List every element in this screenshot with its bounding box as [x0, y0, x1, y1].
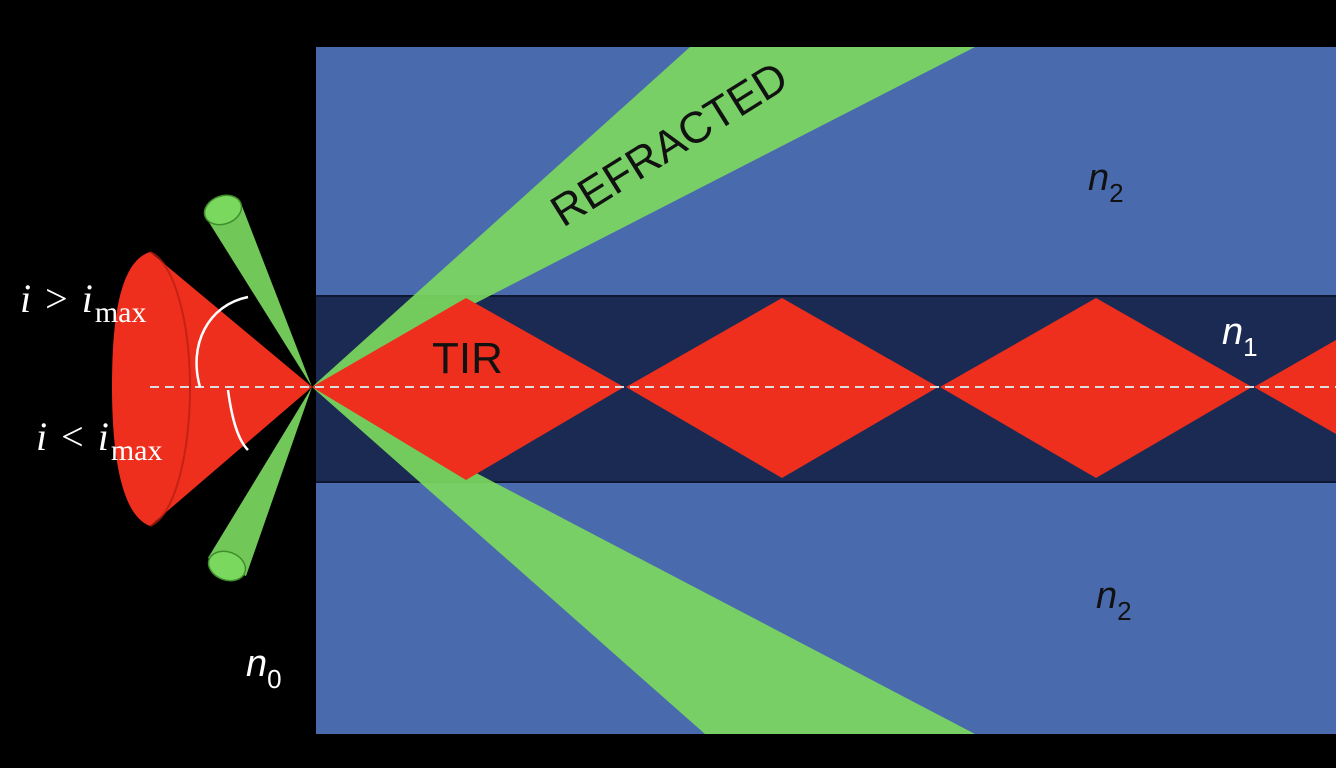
n2-top-label: n2	[1088, 157, 1124, 208]
refracted-beam-lower	[312, 387, 975, 734]
tir-label: TIR	[432, 334, 503, 383]
n0-label: n0	[246, 643, 282, 694]
tir-diamond	[312, 298, 624, 480]
n2-bottom-label: n2	[1096, 575, 1132, 626]
cylinder-icon	[203, 194, 312, 387]
angle-arc-lower	[226, 389, 249, 451]
n1-label: n1	[1222, 311, 1258, 362]
angle-greater-label: i>imax	[20, 276, 146, 329]
angle-less-label: i<imax	[36, 414, 162, 467]
angle-arc-upper	[195, 295, 249, 388]
cylinder-icon	[207, 387, 312, 582]
refracted-beam-upper	[312, 47, 975, 387]
cone-icon	[112, 251, 312, 527]
